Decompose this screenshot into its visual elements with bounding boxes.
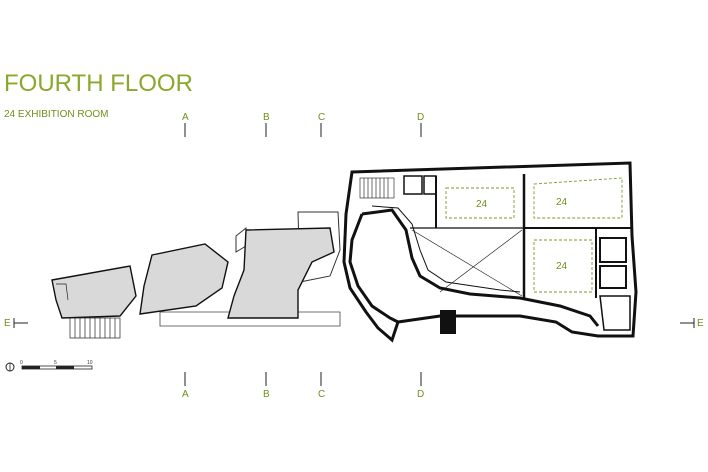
room-number-1: 24 — [476, 199, 488, 210]
section-marker-e-left: E — [4, 318, 11, 329]
exhibition-room-2-outline — [533, 177, 623, 219]
service-core-3 — [599, 295, 631, 331]
service-room-2 — [423, 175, 437, 195]
section-marker-c-bottom: C — [318, 389, 325, 400]
outer-wall — [342, 161, 638, 343]
section-marker-c-top: C — [318, 112, 325, 123]
section-marker-d-top: D — [417, 112, 424, 123]
gallery-shape-1 — [51, 265, 137, 319]
east-building-block — [342, 161, 638, 343]
floor-subtitle: 24 EXHIBITION ROOM — [4, 109, 108, 120]
service-core-2 — [599, 265, 627, 289]
scale-mark-0: 0 — [20, 360, 23, 366]
west-stairs — [56, 283, 121, 339]
exhibition-room-1-outline — [445, 187, 515, 219]
scale-mark-5: 5 — [54, 360, 57, 366]
scale-bar: 0 5 10 — [5, 360, 93, 372]
section-markers-side: E E — [4, 318, 704, 329]
section-marker-a-bottom: A — [182, 389, 189, 400]
west-gallery-wing — [51, 211, 341, 339]
section-marker-e-right: E — [697, 318, 704, 329]
section-marker-b-top: B — [263, 112, 270, 123]
section-markers-bottom: A B C D — [182, 372, 424, 400]
room-number-3: 24 — [556, 261, 568, 272]
section-marker-a-top: A — [182, 112, 189, 123]
gallery-shape-3 — [227, 227, 335, 319]
section-markers-top: A B C D — [182, 112, 424, 137]
curved-core-wall — [361, 208, 600, 327]
dark-shaft — [440, 310, 456, 334]
service-room-1 — [403, 175, 423, 195]
exhibition-rooms — [445, 177, 623, 293]
floor-title: FOURTH FLOOR — [4, 70, 193, 97]
section-marker-b-bottom: B — [263, 389, 270, 400]
service-core-1 — [599, 237, 627, 263]
scale-mark-10: 10 — [87, 360, 93, 366]
gallery-shape-2 — [139, 243, 229, 315]
east-stairs-top — [359, 177, 395, 199]
section-marker-d-bottom: D — [417, 389, 424, 400]
room-number-2: 24 — [556, 197, 568, 208]
